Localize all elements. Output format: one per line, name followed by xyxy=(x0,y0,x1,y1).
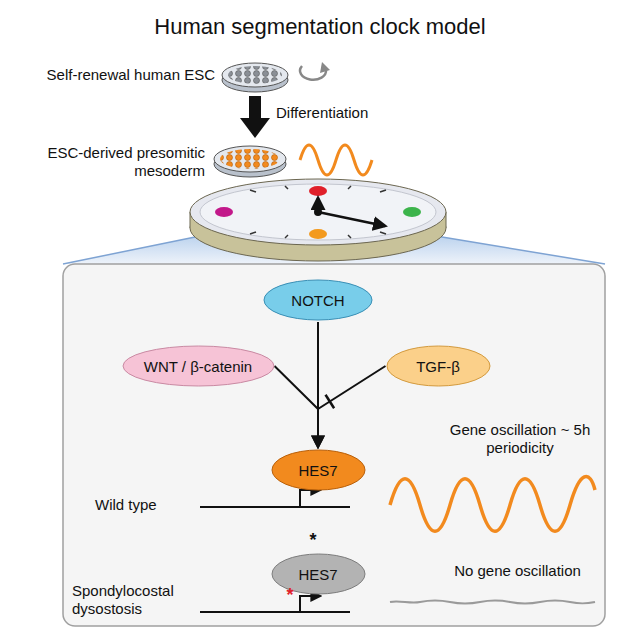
psm-dish xyxy=(214,146,286,177)
flat-line xyxy=(390,601,595,604)
stage-label: Self-renewal human ESC xyxy=(30,66,215,84)
gene-locus-mutant xyxy=(200,596,350,612)
connector xyxy=(275,366,319,448)
node-label: TGF-β xyxy=(416,358,460,375)
oscillation-wave xyxy=(390,476,595,531)
phenotype-label: Gene oscillation ~ 5h periodicity xyxy=(440,421,600,457)
renewal-arrow xyxy=(300,62,330,80)
genotype-label: Wild type xyxy=(95,496,195,514)
wnt-ellipse: WNT / β-catenin xyxy=(122,345,275,387)
process-label: Differentiation xyxy=(276,104,416,122)
mutation-mark: * xyxy=(283,586,297,604)
mutation-mark: * xyxy=(306,531,320,549)
stage-label: ESC-derived presomitic mesoderm xyxy=(40,144,205,180)
hes7-ellipse: HES7 xyxy=(271,449,366,491)
tgf-ellipse: TGF-β xyxy=(386,345,491,387)
small-oscillation xyxy=(300,145,372,175)
node-label: WNT / β-catenin xyxy=(144,358,252,375)
notch-ellipse: NOTCH xyxy=(263,279,373,321)
node-label: HES7 xyxy=(298,566,337,583)
node-label: NOTCH xyxy=(291,292,344,309)
clock-dish xyxy=(190,179,446,261)
title: Human segmentation clock model xyxy=(0,14,640,40)
genotype-label: Spondylocostal dysostosis xyxy=(72,582,202,618)
node-label: HES7 xyxy=(298,462,337,479)
connector xyxy=(318,366,386,448)
differentiation-arrow xyxy=(240,96,270,138)
hes7-mutant-ellipse: HES7 xyxy=(271,553,366,595)
gene-locus xyxy=(200,490,350,507)
phenotype-label: No gene oscillation xyxy=(430,562,605,580)
zoom-panel xyxy=(63,264,605,626)
inhibition-bar xyxy=(326,395,335,408)
esc-dish xyxy=(222,63,288,92)
